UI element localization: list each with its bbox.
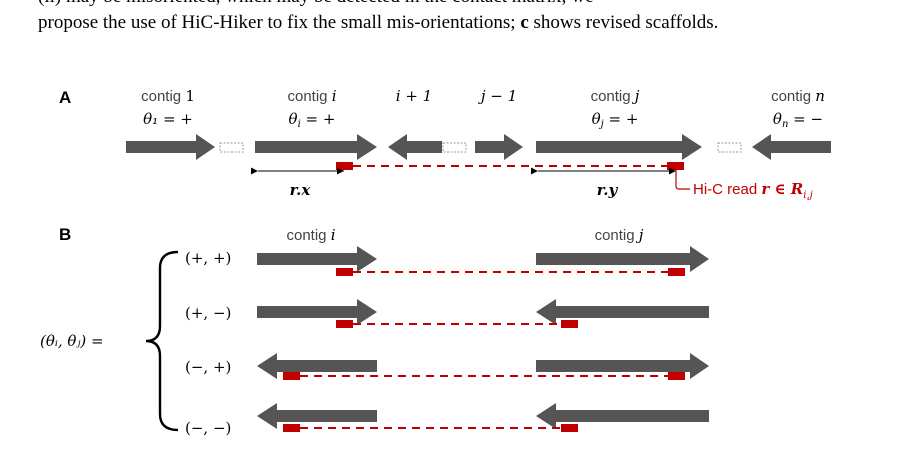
contig-j-minus-1-label: j − 1 [478,87,517,105]
contig-1-name: contig [141,88,185,105]
contig-j-index: j [632,87,640,105]
contig-j-theta-val: = + [604,110,639,128]
contig-i-index: i [332,87,337,105]
panel-b-contig-j-index: j [636,226,644,244]
hic-read-sub: i,j [803,190,812,201]
contig-i-theta-var: θ [289,110,298,128]
hic-read-var: r ∈ R [761,180,803,198]
caption-bold-c: c [520,12,529,33]
contig-i-theta-sub: i [298,119,301,130]
row-pp-read-end-i [336,268,353,276]
rx-label: r.x [290,181,312,199]
caption-line-2: propose the use of HiC-Hiker to fix the … [38,11,718,35]
panel-a-label: A [59,88,71,107]
hic-read-callout-line [675,170,690,190]
contig-i-plus-1-arrow [388,134,442,160]
contig-i-name: contig [287,88,331,105]
panel-b-contig-j-name: contig [595,227,639,244]
gap-box-2 [442,142,467,153]
row-mm-contig-j-arrow [536,403,709,429]
contig-j-name: contig [591,88,635,105]
caption-line-2-end: shows revised scaffolds. [528,12,719,33]
orientation-brace [145,250,179,432]
orientation-label-mm: (−, −) [185,419,231,437]
row-plus-plus [257,246,709,276]
orientation-label-pm: (+, −) [185,304,231,322]
hic-read-prefix: Hi-C read [693,181,761,198]
row-pm-contig-j-arrow [536,299,709,325]
ry-label: r.y [597,181,619,199]
contig-n-name: contig [771,88,815,105]
row-pm-read-end-i [336,320,353,328]
orientation-pair-label: (θᵢ, θⱼ) = [40,332,104,350]
read-end-i [336,162,353,170]
contig-j-arrow [536,134,702,160]
caption-line-2-text: propose the use of HiC-Hiker to fix the … [38,12,521,33]
row-pp-contig-i-arrow [257,246,377,272]
orientation-label-pp: (+, +) [185,249,231,267]
gap-box-1 [219,142,244,153]
row-pp-read-end-j [668,268,685,276]
gap-box-3 [717,142,742,153]
row-mp-contig-i-arrow [257,353,377,379]
contig-i-theta: θi = + [289,110,336,130]
panel-b-contig-i-label: contig i [286,226,335,244]
contig-1-arrow [126,134,215,160]
row-pp-contig-j-arrow [536,246,709,272]
row-mp-read-end-j [668,372,685,380]
row-pm-read-end-j [561,320,578,328]
contig-1-index: 1 [185,87,195,105]
row-minus-minus [257,403,709,432]
panel-b-contig-i-index: i [331,226,336,244]
row-plus-minus [257,299,709,328]
contig-n-theta-val: = − [788,110,823,128]
contig-i-theta-val: = + [301,110,336,128]
row-mm-read-end-j [561,424,578,432]
caption-line-1: (ii) may be misoriented, which may be de… [38,0,594,9]
panel-b-contig-j-label: contig j [595,226,644,244]
row-mm-contig-i-arrow [257,403,377,429]
row-minus-plus [257,353,709,380]
row-mp-read-end-i [283,372,300,380]
hic-read-label: Hi-C read r ∈ Ri,j [693,180,813,201]
contig-i-label: contig i [287,87,336,105]
contig-1-label: contig 1 [141,87,195,105]
contig-j-label: contig j [591,87,640,105]
contig-n-theta: θn = − [773,110,823,130]
contig-n-arrow [752,134,831,160]
panel-b-contig-i-name: contig [286,227,330,244]
contig-j-minus-1-arrow [475,134,523,160]
contig-n-theta-sub: n [782,119,788,130]
row-pm-contig-i-arrow [257,299,377,325]
orientation-label-mp: (−, +) [185,358,231,376]
panel-b-label: B [59,225,71,244]
contig-1-theta: θ₁ = + [143,110,193,128]
row-mm-read-end-i [283,424,300,432]
contig-i-arrow [255,134,377,160]
contig-i-plus-1-label: i + 1 [396,87,432,105]
caption: (ii) may be misoriented, which may be de… [0,0,916,42]
contig-n-label: contig n [771,87,825,105]
row-mp-contig-j-arrow [536,353,709,379]
read-end-j [667,162,684,170]
contig-n-theta-var: θ [773,110,782,128]
contig-j-theta-var: θ [592,110,601,128]
contig-j-theta: θj = + [592,110,639,130]
contig-n-index: n [815,87,825,105]
contig-j-theta-sub: j [599,119,604,130]
